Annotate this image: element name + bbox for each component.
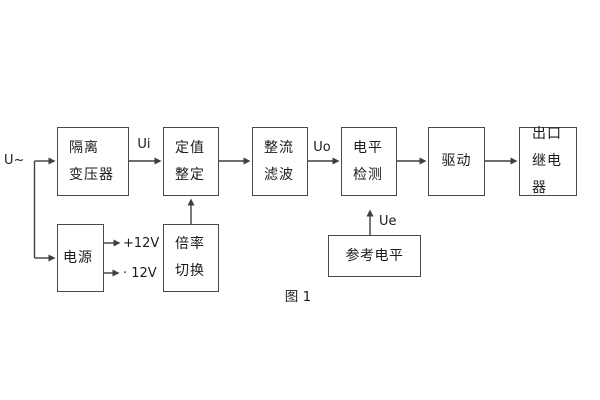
rail-plus12v-label: +12V: [123, 236, 160, 251]
signal-uo-label: Uo: [313, 140, 331, 155]
block-reference-level-label: 参考电平: [345, 247, 404, 264]
block-level-detection: 电平 检测: [341, 127, 397, 196]
block-output-relay-line1: 出口: [532, 126, 562, 142]
block-level-detection-line2: 检测: [353, 166, 383, 183]
block-ratio-switch: 倍率 切换: [163, 224, 219, 292]
block-isolation-transformer: 隔离 变压器: [57, 127, 129, 196]
block-setpoint-setting-line2: 整定: [175, 166, 205, 183]
block-drive-label: 驱动: [441, 153, 472, 169]
block-level-detection-line1: 电平: [353, 139, 383, 156]
block-drive: 驱动: [428, 127, 485, 196]
input-voltage-label: U~: [4, 153, 25, 168]
block-ratio-switch-line2: 切换: [175, 263, 205, 279]
block-rectifier-filter-line1: 整流: [264, 139, 294, 156]
block-ratio-switch-line1: 倍率: [175, 236, 205, 252]
block-power-supply: 电源: [57, 224, 104, 292]
rail-minus12v-label: · 12V: [123, 266, 157, 281]
block-rectifier-filter: 整流 滤波: [252, 127, 308, 196]
block-reference-level: 参考电平: [328, 235, 421, 277]
signal-ui-label: Ui: [137, 137, 151, 152]
block-setpoint-setting-line1: 定值: [175, 139, 205, 156]
block-rectifier-filter-line2: 滤波: [264, 166, 294, 183]
signal-ue-label: Ue: [379, 214, 397, 229]
block-isolation-transformer-line1: 隔离: [69, 139, 99, 156]
block-isolation-transformer-line2: 变压器: [69, 166, 114, 183]
block-output-relay-line2: 继电器: [532, 153, 562, 196]
block-setpoint-setting: 定值 整定: [163, 127, 219, 196]
block-output-relay: 出口 继电器: [519, 126, 577, 196]
block-power-supply-label: 电源: [63, 249, 93, 266]
figure-caption: 图 1: [284, 289, 312, 305]
